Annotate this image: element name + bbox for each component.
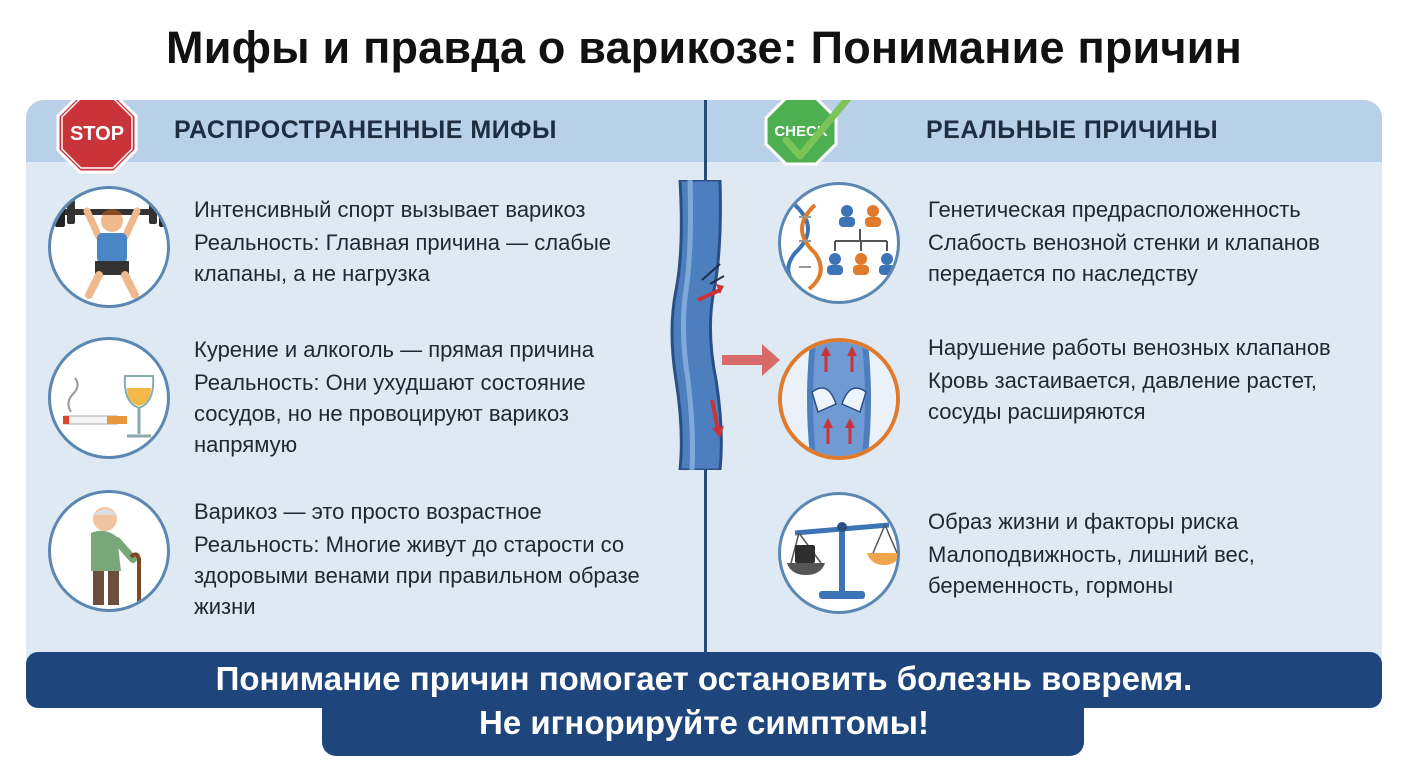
myth-reality: Реальность: Многие живут до старости со … xyxy=(194,532,640,619)
cause-explanation: Малоподвижность, лишний вес, беременност… xyxy=(928,542,1255,598)
damaged-vein-illustration xyxy=(670,180,780,470)
myth-item-3: Варикоз — это просто возрастное Реальнос… xyxy=(194,496,674,622)
call-to-action-banner-tab xyxy=(322,690,1084,756)
dna-family-tree-icon xyxy=(778,182,900,304)
weightlifter-icon xyxy=(48,186,170,308)
myth-item-2: Курение и алкоголь — прямая причина Реал… xyxy=(194,334,674,460)
myth-reality: Реальность: Главная причина — слабые кла… xyxy=(194,230,611,286)
check-badge-icon: CHECK xyxy=(764,100,852,166)
cause-item-2: Нарушение работы венозных клапанов Кровь… xyxy=(928,332,1378,427)
stop-badge-text: STOP xyxy=(70,123,124,145)
cause-explanation: Слабость венозной стенки и клапанов пере… xyxy=(928,230,1320,286)
vein-valve-icon xyxy=(778,338,900,460)
cause-item-3: Образ жизни и факторы риска Малоподвижно… xyxy=(928,506,1378,601)
myth-item-1: Интенсивный спорт вызывает варикоз Реаль… xyxy=(194,194,674,289)
myth-heading: Курение и алкоголь — прямая причина xyxy=(194,337,594,362)
stop-sign-icon: STOP xyxy=(56,100,138,174)
cause-heading: Образ жизни и факторы риска xyxy=(928,509,1239,534)
cause-heading: Нарушение работы венозных клапанов xyxy=(928,335,1331,360)
banner-warning: Не игнорируйте симптомы! xyxy=(479,704,929,741)
balance-scale-icon xyxy=(778,492,900,614)
banner-message: Понимание причин помогает остановить бол… xyxy=(215,660,1193,697)
myth-heading: Варикоз — это просто возрастное xyxy=(194,499,542,524)
cause-item-1: Генетическая предрасположенность Слабост… xyxy=(928,194,1378,289)
cause-explanation: Кровь застаивается, давление растет, сос… xyxy=(928,368,1318,424)
myth-heading: Интенсивный спорт вызывает варикоз xyxy=(194,197,586,222)
cause-heading: Генетическая предрасположенность xyxy=(928,197,1301,222)
cigarette-wine-icon xyxy=(48,337,170,459)
page-title: Мифы и правда о варикозе: Понимание прич… xyxy=(166,22,1242,73)
myth-reality: Реальность: Они ухудшают состояние сосуд… xyxy=(194,370,586,457)
causes-heading: РЕАЛЬНЫЕ ПРИЧИНЫ xyxy=(926,116,1219,144)
myths-heading: РАСПРОСТРАНЕННЫЕ МИФЫ xyxy=(174,116,557,144)
elderly-man-icon xyxy=(48,490,170,612)
